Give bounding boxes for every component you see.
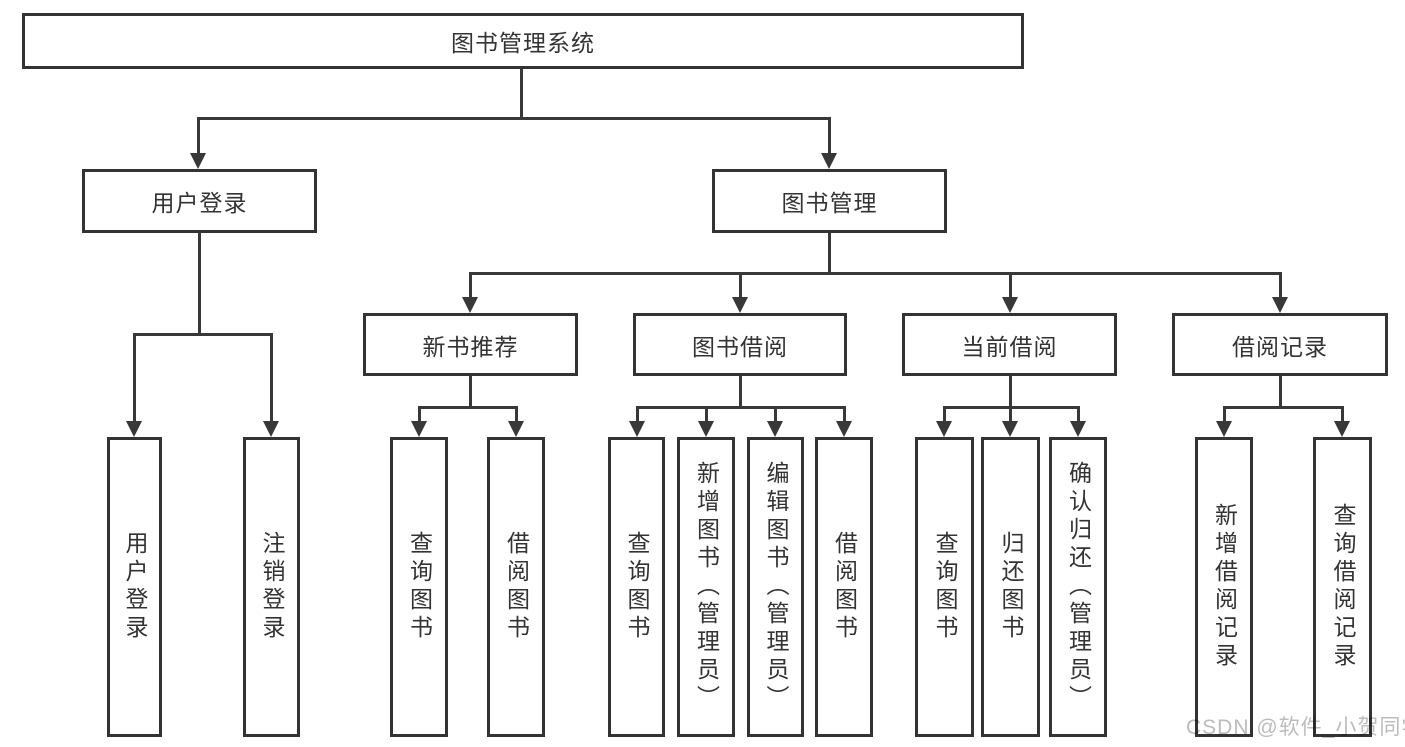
leaf-record-add-label: 新增借阅记录	[1211, 503, 1238, 671]
leaf-borrow-borrow-label: 借阅图书	[831, 531, 858, 643]
connector-line	[739, 376, 742, 408]
arrow-down-icon	[462, 297, 478, 313]
arrow-down-icon	[190, 153, 206, 169]
connector-line	[198, 233, 201, 334]
node-current-borrow-label: 当前借阅	[961, 333, 1058, 360]
leaf-newbook-borrow: 借阅图书	[487, 437, 545, 737]
connector-line	[1279, 272, 1282, 299]
leaf-logout: 注销登录	[243, 437, 300, 737]
arrow-down-icon	[767, 421, 783, 437]
connector-line	[133, 333, 136, 423]
connector-line	[469, 272, 1281, 275]
leaf-borrow-add: 新增图书（管理员）	[677, 437, 735, 737]
arrow-down-icon	[1272, 297, 1288, 313]
connector-line	[705, 406, 708, 423]
leaf-borrow-query-label: 查询图书	[624, 531, 650, 643]
connector-line	[636, 406, 845, 409]
leaf-current-query-label: 查询图书	[932, 531, 958, 643]
leaf-record-query: 查询借阅记录	[1313, 437, 1372, 737]
leaf-current-return: 归还图书	[981, 437, 1040, 737]
leaf-borrow-edit-label: 编辑图书（管理员）	[763, 461, 789, 713]
connector-line	[418, 406, 421, 423]
arrow-down-icon	[836, 421, 852, 437]
connector-line	[943, 406, 946, 423]
leaf-newbook-query-label: 查询图书	[406, 531, 433, 643]
leaf-newbook-query: 查询图书	[390, 437, 448, 737]
node-new-book-recommend: 新书推荐	[363, 313, 578, 376]
node-book-management: 图书管理	[712, 169, 947, 233]
arrow-down-icon	[936, 421, 952, 437]
leaf-logout-label: 注销登录	[259, 531, 285, 643]
connector-line	[1009, 406, 1012, 423]
arrow-down-icon	[263, 421, 279, 437]
leaf-current-query: 查询图书	[915, 437, 974, 737]
leaf-user-login: 用户登录	[107, 437, 162, 737]
leaf-borrow-edit: 编辑图书（管理员）	[747, 437, 804, 737]
connector-line	[774, 406, 777, 423]
node-user-login: 用户登录	[82, 169, 317, 233]
connector-line	[828, 233, 831, 274]
connector-line	[1341, 406, 1344, 423]
connector-line	[1223, 406, 1343, 409]
arrow-down-icon	[1002, 297, 1018, 313]
node-borrow-record: 借阅记录	[1172, 313, 1388, 376]
connector-line	[1077, 406, 1080, 423]
connector-line	[515, 406, 518, 423]
connector-line	[469, 272, 472, 299]
csdn-watermark: CSDN @软件_小贺同学	[1186, 716, 1405, 739]
node-book-borrow: 图书借阅	[633, 313, 847, 376]
node-book-borrow-label: 图书借阅	[692, 333, 788, 360]
leaf-current-confirm: 确认归还（管理员）	[1049, 437, 1107, 737]
leaf-borrow-add-label: 新增图书（管理员）	[693, 461, 720, 713]
arrow-down-icon	[1334, 421, 1350, 437]
arrow-down-icon	[732, 297, 748, 313]
arrow-down-icon	[1002, 421, 1018, 437]
connector-line	[828, 117, 831, 155]
arrow-down-icon	[1216, 421, 1232, 437]
connector-line	[1279, 376, 1282, 408]
node-new-book-recommend-label: 新书推荐	[422, 333, 519, 360]
arrow-down-icon	[126, 421, 142, 437]
connector-line	[197, 117, 831, 120]
leaf-current-confirm-label: 确认归还（管理员）	[1065, 461, 1092, 713]
connector-line	[197, 117, 200, 155]
connector-line	[739, 272, 742, 299]
leaf-borrow-borrow: 借阅图书	[815, 437, 873, 737]
connector-line	[469, 376, 472, 408]
leaf-record-add: 新增借阅记录	[1195, 437, 1253, 737]
leaf-user-login-label: 用户登录	[122, 531, 148, 643]
node-current-borrow: 当前借阅	[902, 313, 1117, 376]
arrow-down-icon	[821, 153, 837, 169]
arrow-down-icon	[411, 421, 427, 437]
node-root: 图书管理系统	[22, 13, 1024, 69]
connector-line	[1223, 406, 1226, 423]
node-borrow-record-label: 借阅记录	[1232, 333, 1328, 360]
node-root-label: 图书管理系统	[451, 30, 595, 56]
arrow-down-icon	[508, 421, 524, 437]
connector-line	[843, 406, 846, 423]
connector-line	[1009, 272, 1012, 299]
connector-line	[418, 406, 518, 409]
connector-line	[270, 333, 273, 423]
arrow-down-icon	[629, 421, 645, 437]
leaf-borrow-query: 查询图书	[608, 437, 665, 737]
connector-line	[133, 333, 273, 336]
connector-line	[520, 68, 523, 119]
leaf-current-return-label: 归还图书	[998, 531, 1024, 643]
node-book-management-label: 图书管理	[781, 190, 878, 216]
connector-line	[1009, 376, 1012, 408]
leaf-newbook-borrow-label: 借阅图书	[503, 531, 530, 643]
arrow-down-icon	[698, 421, 714, 437]
node-user-login-label: 用户登录	[151, 190, 248, 216]
leaf-record-query-label: 查询借阅记录	[1330, 503, 1356, 671]
connector-line	[636, 406, 639, 423]
arrow-down-icon	[1070, 421, 1086, 437]
